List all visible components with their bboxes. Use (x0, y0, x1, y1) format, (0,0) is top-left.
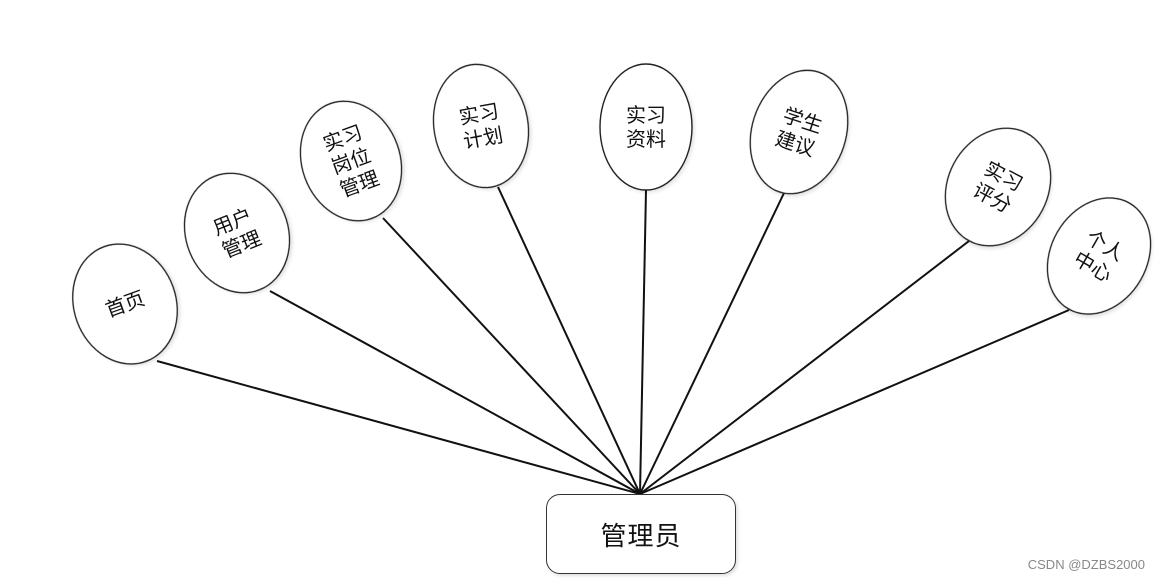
root-node-label: 管理员 (600, 521, 682, 552)
node-ellipse (749, 69, 849, 195)
connector-line-student-suggestions (639, 192, 785, 495)
connector-lines (156, 186, 1070, 495)
node-ellipse (183, 172, 291, 294)
node-ellipse (599, 63, 693, 191)
node-ellipse (72, 243, 178, 365)
connector-line-internship-materials (639, 189, 647, 495)
node-ellipse (944, 127, 1052, 247)
node-label-line: 实习 (626, 103, 666, 127)
node-ellipse (1046, 197, 1152, 315)
connector-line-internship-position-management (382, 217, 641, 495)
root-node-admin: 管理员 (546, 494, 736, 574)
node-home: 首页 (72, 243, 178, 365)
watermark: CSDN @DZBS2000 (1027, 557, 1145, 572)
connector-line-personal-center (639, 309, 1070, 495)
node-ellipse (299, 100, 403, 222)
connector-line-internship-plan (497, 186, 641, 495)
connector-line-user-management (269, 290, 641, 495)
node-ellipse (432, 63, 530, 189)
node-label-line: 资料 (626, 127, 666, 151)
connector-line-home (156, 360, 641, 495)
connector-line-internship-evaluation (639, 240, 970, 495)
